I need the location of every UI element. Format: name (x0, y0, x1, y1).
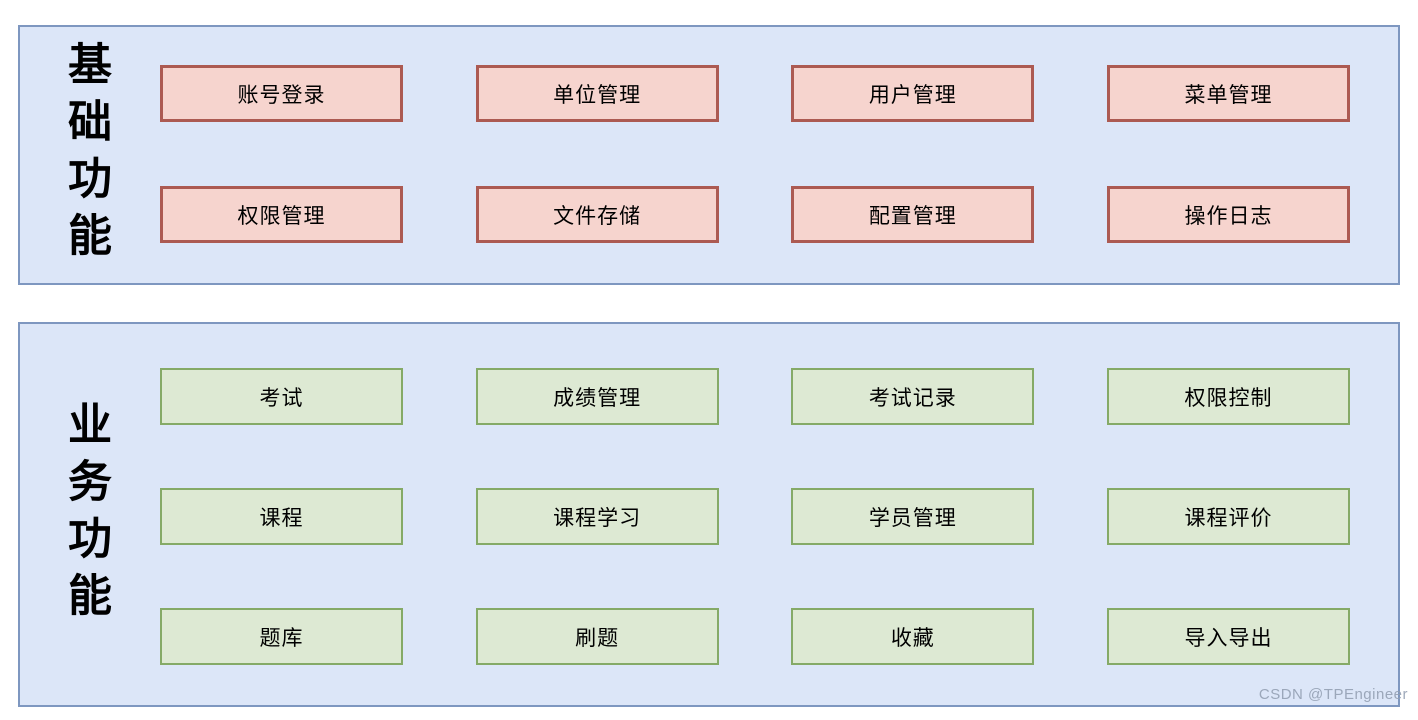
business-functions-grid: 考试 成绩管理 考试记录 权限控制 课程 课程学习 学员管理 课程评价 题库 刷… (150, 324, 1398, 705)
watermark: CSDN @TPEngineer (1258, 686, 1408, 703)
feature-box-course: 课程 (160, 488, 403, 545)
feature-box-menu-management: 菜单管理 (1106, 65, 1350, 122)
basic-section-title: 基础功能 (61, 41, 110, 269)
feature-box-unit-management: 单位管理 (475, 65, 719, 122)
basic-section-label-column: 基础功能 (20, 27, 150, 283)
business-section-title: 业务功能 (61, 400, 110, 629)
feature-box-config-management: 配置管理 (791, 186, 1035, 243)
feature-box-file-storage: 文件存储 (475, 186, 719, 243)
feature-box-score-management: 成绩管理 (475, 368, 719, 425)
feature-box-permission-management: 权限管理 (160, 186, 403, 243)
feature-box-course-learning: 课程学习 (475, 488, 719, 545)
feature-box-exam-records: 考试记录 (791, 368, 1035, 425)
feature-box-account-login: 账号登录 (160, 65, 403, 122)
feature-box-permission-control: 权限控制 (1106, 368, 1350, 425)
feature-box-favorites: 收藏 (791, 608, 1035, 665)
basic-functions-section: 基础功能 账号登录 单位管理 用户管理 菜单管理 权限管理 文件存储 配置管理 … (18, 25, 1400, 285)
feature-box-student-management: 学员管理 (791, 488, 1035, 545)
feature-box-operation-log: 操作日志 (1106, 186, 1350, 243)
feature-box-question-practice: 刷题 (475, 608, 719, 665)
feature-box-import-export: 导入导出 (1106, 608, 1350, 665)
feature-box-course-evaluation: 课程评价 (1106, 488, 1350, 545)
business-section-label-column: 业务功能 (20, 324, 150, 705)
business-functions-section: 业务功能 考试 成绩管理 考试记录 权限控制 课程 课程学习 学员管理 课程评价… (18, 322, 1400, 707)
basic-functions-grid: 账号登录 单位管理 用户管理 菜单管理 权限管理 文件存储 配置管理 操作日志 (150, 27, 1398, 283)
feature-box-user-management: 用户管理 (791, 65, 1035, 122)
feature-box-question-bank: 题库 (160, 608, 403, 665)
feature-box-exam: 考试 (160, 368, 403, 425)
